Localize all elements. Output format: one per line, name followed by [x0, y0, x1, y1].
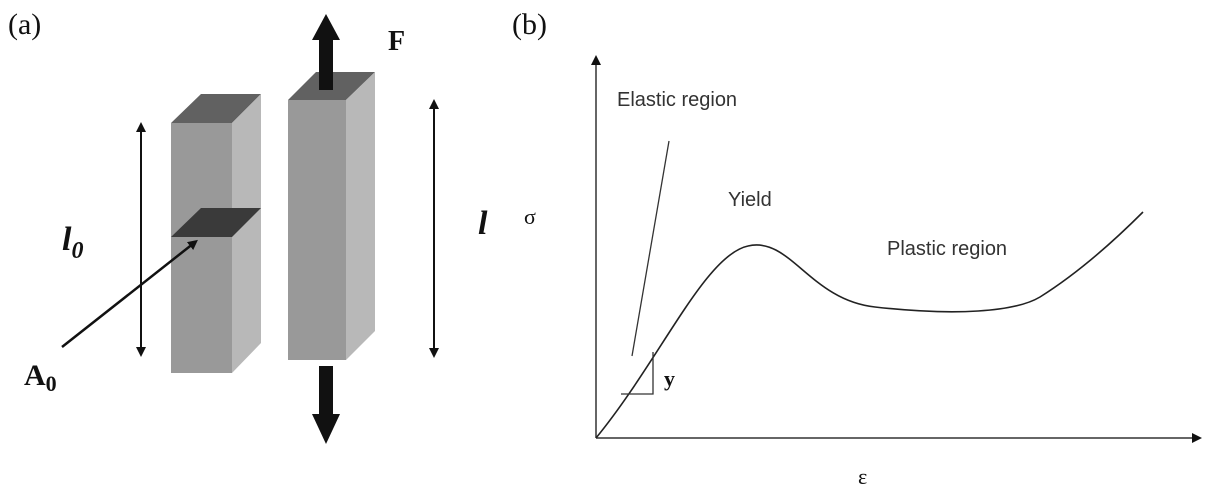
- original-bar-top: [171, 94, 261, 123]
- y-axis-symbol: σ: [524, 204, 536, 229]
- stretched-bar-side: [346, 72, 375, 360]
- cross-section-plane: [171, 208, 261, 237]
- elastic-slope-line: [631, 140, 670, 357]
- stretched-bar-front: [288, 100, 346, 360]
- area-pointer-arrow: [61, 239, 198, 348]
- force-arrow-up: [312, 14, 340, 90]
- plastic-region-label: Plastic region: [887, 238, 1007, 260]
- force-label: F: [388, 26, 405, 57]
- original-bar-side: [232, 94, 261, 373]
- slope-label: y: [664, 366, 675, 391]
- stress-strain-curve: [595, 211, 1144, 439]
- area-label: A0: [24, 359, 57, 396]
- force-arrow-down: [312, 366, 340, 444]
- original-bar: [171, 94, 261, 373]
- original-length-label: l0: [62, 221, 83, 264]
- panel-b-label: (b): [512, 8, 547, 41]
- x-axis-symbol: ε: [858, 464, 867, 489]
- panel-a-label: (a): [8, 8, 41, 41]
- elastic-region-label: Elastic region: [617, 89, 737, 111]
- yield-label: Yield: [728, 189, 772, 211]
- slope-triangle: [621, 352, 654, 395]
- stretched-bar: [288, 72, 375, 360]
- original-bar-front: [171, 123, 232, 373]
- stretched-length-label: l: [478, 205, 488, 242]
